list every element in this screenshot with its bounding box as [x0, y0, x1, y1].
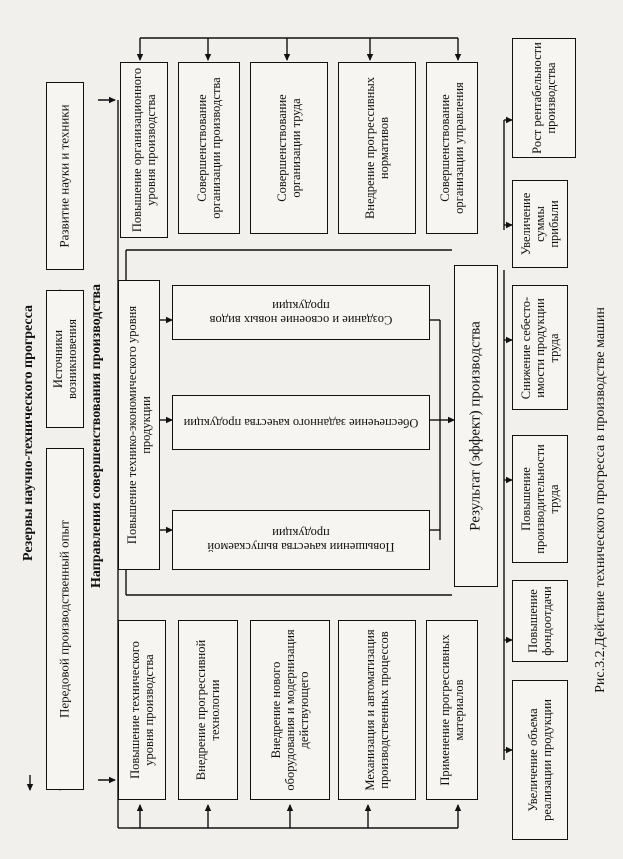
sources-box: Источники возникновения [46, 290, 84, 428]
result-text: Результат (эффект) производства [467, 321, 484, 531]
effect-1-box: Увеличение объема реализации продукции [512, 680, 568, 840]
product-header-text: Повышение технико-экономического уровня … [125, 305, 153, 545]
product-header-box: Повышение технико-экономического уровня … [118, 280, 160, 570]
product-item-2-box: Обеспечение заданного качества продукции [172, 395, 430, 450]
product-item-1-box: Повышении качества выпускаемой продукции [172, 510, 430, 570]
science-box: Развитие науки и техники [46, 82, 84, 270]
org-header-box: Повышение организационного уровня произв… [120, 62, 168, 238]
org-item-4-text: Совершенствование организации управления [438, 82, 466, 214]
sources-text: Источники возникновения [51, 319, 79, 399]
experience-box: Передовой производственный опыт [46, 448, 84, 790]
product-item-1-text: Повышении качества выпускаемой продукции [207, 526, 395, 554]
figure-caption-text: Рис.3.2.Действие технического прогресса … [593, 307, 609, 693]
effect-5-box: Увеличение суммы прибыли [512, 180, 568, 268]
effect-6-text: Рост рентабельности производства [530, 42, 558, 154]
org-item-4-box: Совершенствование организации управления [426, 62, 478, 234]
org-item-2-text: Совершенствование организации труда [275, 94, 303, 202]
tech-item-1-text: Внедрение прогрессивной технологии [194, 639, 222, 781]
product-item-3-text: Создание и освоение новых видов продукци… [209, 298, 393, 327]
tech-item-3-box: Механизация и автоматизация производстве… [338, 620, 416, 800]
effect-3-box: Повышение производительности труда [512, 435, 568, 563]
effect-6-box: Рост рентабельности производства [512, 38, 576, 158]
tech-item-4-text: Применение прогрессивных материалов [438, 634, 466, 786]
tech-header-text: Повышение технического уровня производст… [128, 641, 156, 779]
tech-item-2-text: Внедрение нового оборудования и модерниз… [269, 629, 311, 791]
tech-item-3-text: Механизация и автоматизация производстве… [363, 629, 391, 791]
org-header-text: Повышение организационного уровня произв… [130, 67, 158, 233]
effect-3-text: Повышение производительности труда [519, 444, 561, 554]
reserves-label: Резервы научно-технического прогресса [12, 78, 46, 788]
experience-text: Передовой производственный опыт [56, 520, 72, 718]
effect-4-text: Снижение себесто-имости продукции труда [519, 296, 561, 399]
product-item-3-box: Создание и освоение новых видов продукци… [172, 285, 430, 340]
effect-4-box: Снижение себесто-имости продукции труда [512, 285, 568, 410]
directions-label: Направления совершенствования производст… [84, 82, 110, 790]
org-item-2-box: Совершенствование организации труда [250, 62, 328, 234]
effect-2-box: Повышение фондоотдачи [512, 580, 568, 662]
reserves-text: Резервы научно-технического прогресса [21, 305, 37, 561]
result-box: Результат (эффект) производства [454, 265, 498, 587]
effect-5-text: Увеличение суммы прибыли [519, 192, 561, 256]
org-item-3-text: Внедрение прогрессивных нормативов [363, 76, 391, 220]
org-item-3-box: Внедрение прогрессивных нормативов [338, 62, 416, 234]
effect-1-text: Увеличение объема реализации продукции [526, 699, 554, 821]
science-text: Развитие науки и техники [56, 104, 72, 248]
org-item-1-text: Совершенствование организации производст… [195, 77, 223, 219]
tech-item-1-box: Внедрение прогрессивной технологии [178, 620, 238, 800]
tech-item-2-box: Внедрение нового оборудования и модерниз… [250, 620, 330, 800]
effect-2-text: Повышение фондоотдачи [526, 586, 554, 656]
tech-item-4-box: Применение прогрессивных материалов [426, 620, 478, 800]
tech-header-box: Повышение технического уровня производст… [118, 620, 166, 800]
org-item-1-box: Совершенствование организации производст… [178, 62, 240, 234]
product-item-2-text: Обеспечение заданного качества продукции [183, 415, 419, 430]
directions-text: Направления совершенствования производст… [89, 283, 105, 589]
figure-caption: Рис.3.2.Действие технического прогресса … [584, 180, 618, 820]
